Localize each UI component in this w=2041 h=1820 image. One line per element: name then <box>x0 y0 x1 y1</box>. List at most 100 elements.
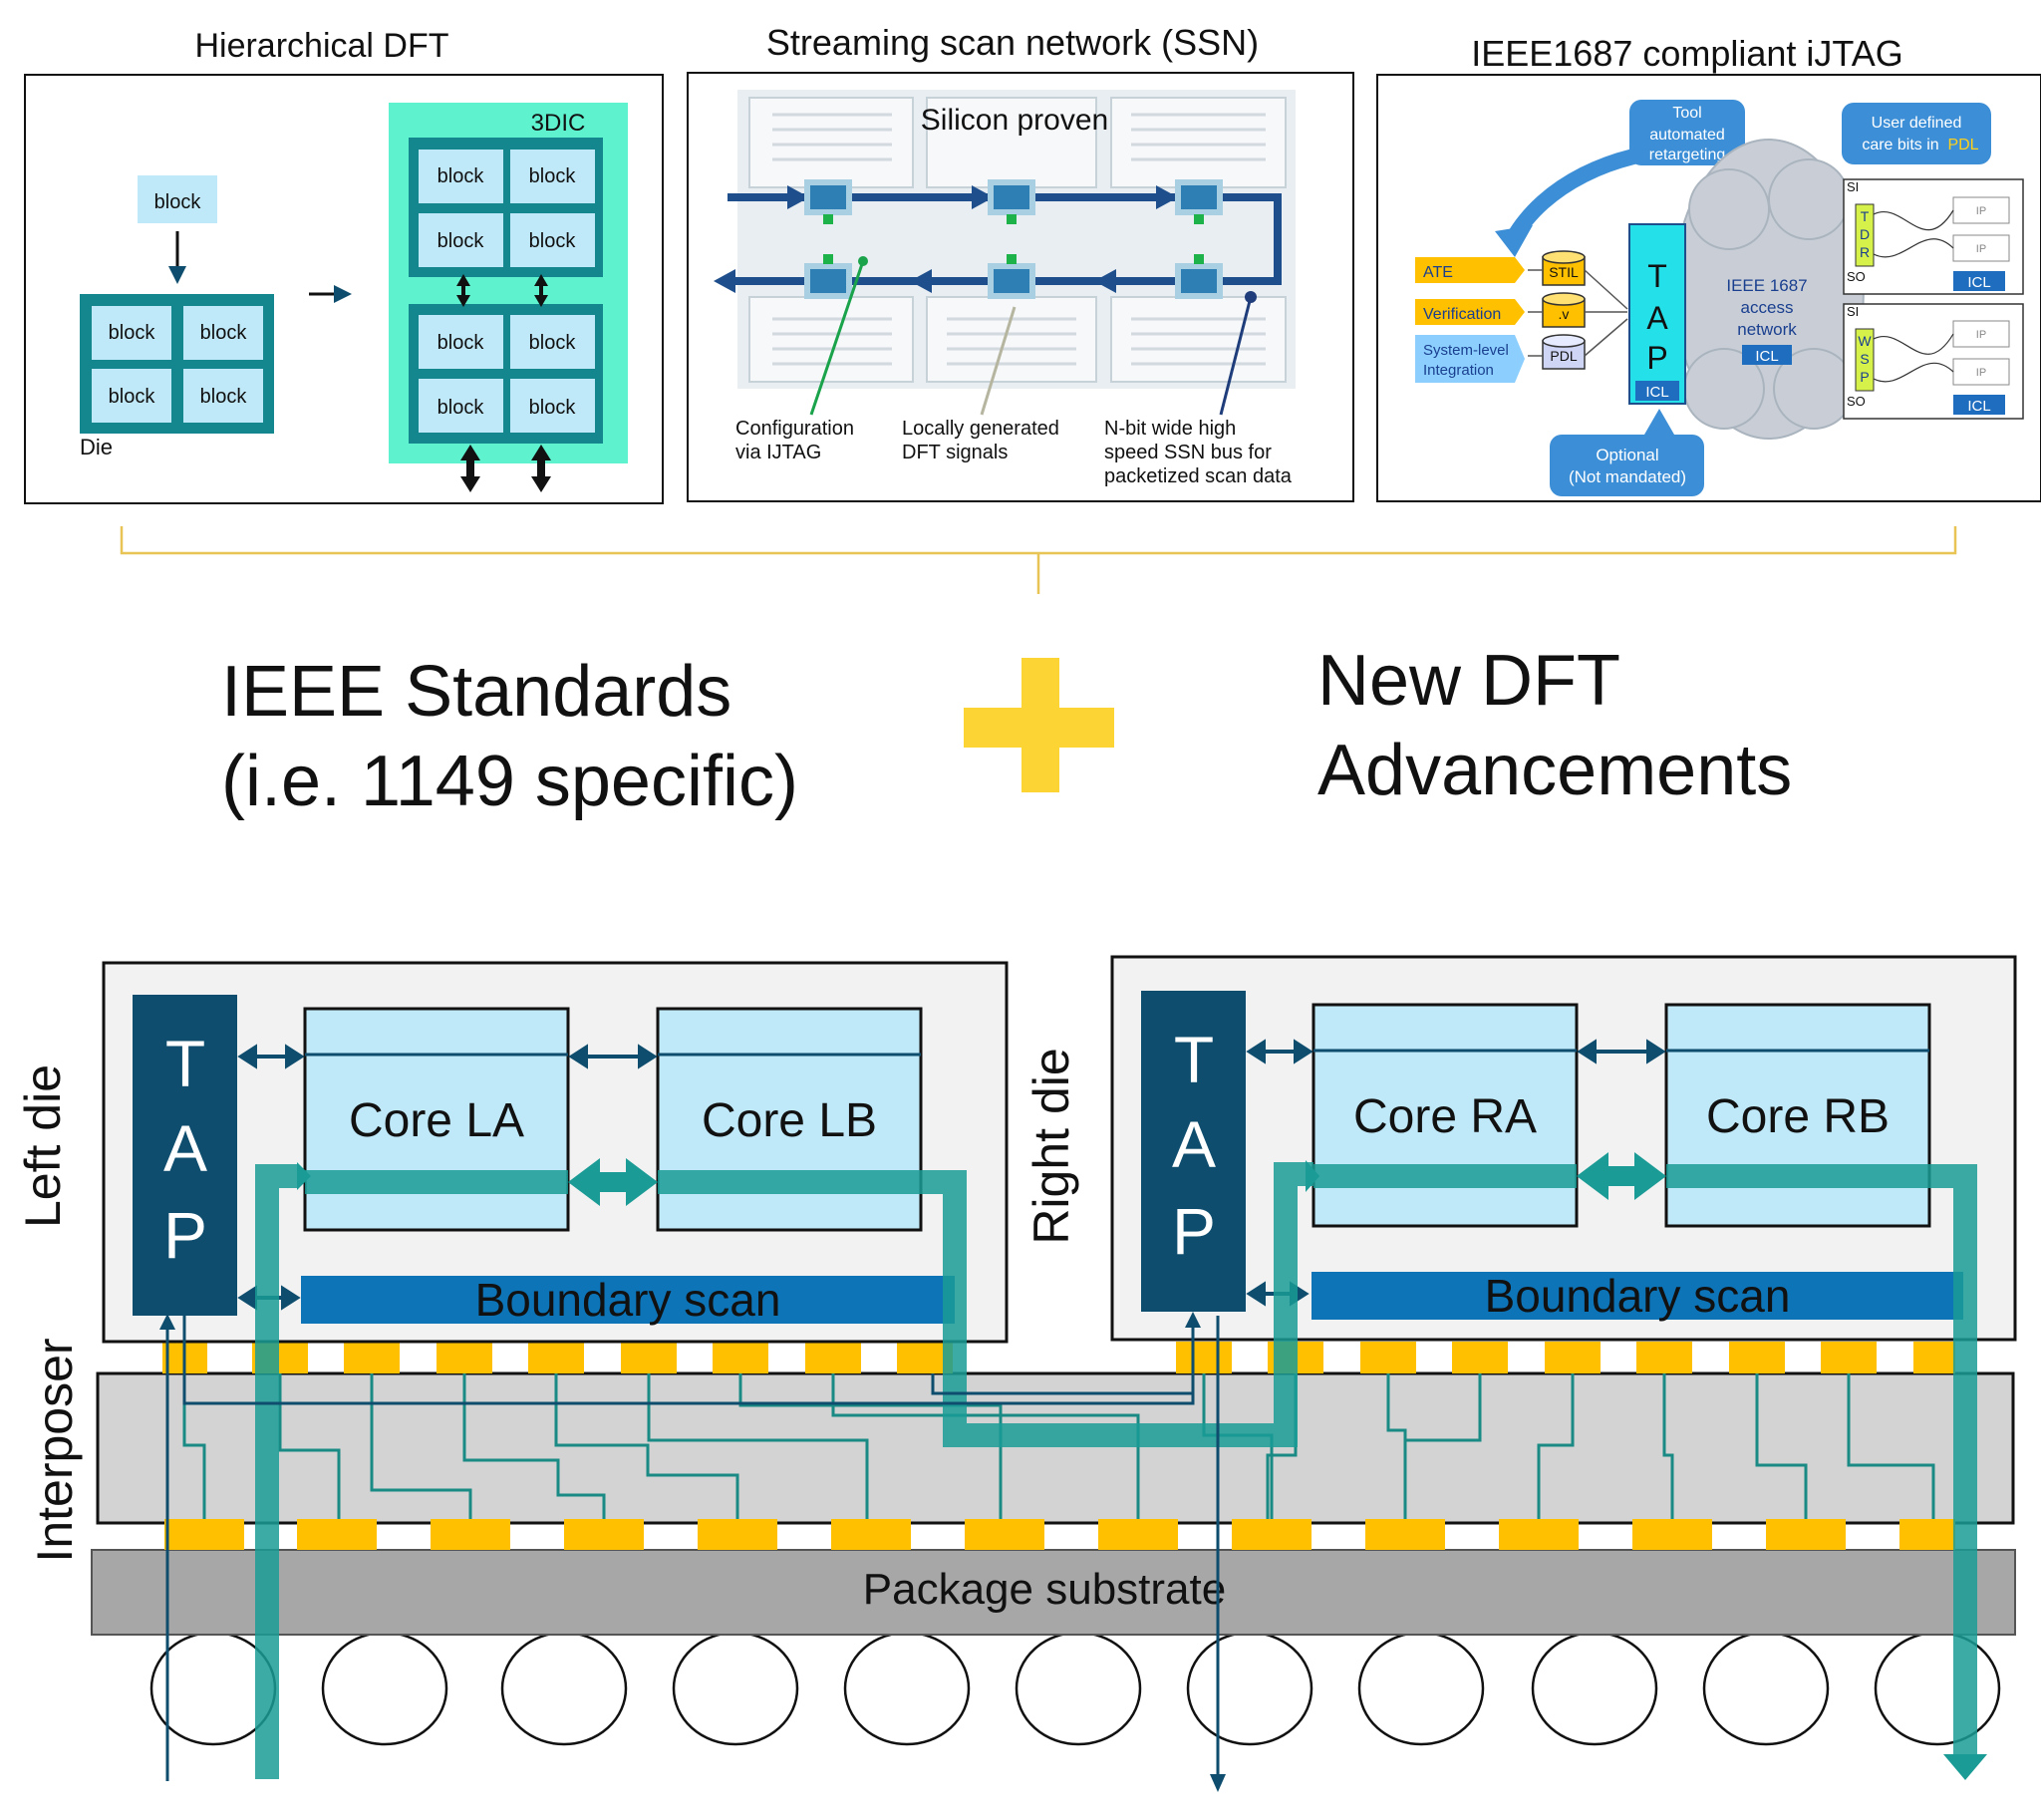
si-label: SI <box>1847 304 1859 319</box>
solder-ball <box>1702 1631 1830 1746</box>
tool-callout-text: automated <box>1649 127 1725 144</box>
left-boundary-scan <box>301 1276 955 1324</box>
instrument-icl-text: ICL <box>1967 274 1990 291</box>
die-block <box>183 306 263 360</box>
tap-letter: T <box>1647 258 1667 294</box>
cloud-text: IEEE 1687 <box>1726 276 1807 295</box>
ssn-bus-line <box>1219 296 1253 416</box>
3dic-block-label: block <box>529 230 577 252</box>
solder-ball <box>1015 1631 1142 1746</box>
die-block-label: block <box>200 322 248 344</box>
right-boundary-scan <box>1312 1272 1963 1320</box>
so-label: SO <box>1847 394 1866 409</box>
die-block-label: block <box>109 386 156 408</box>
ssn-caption-bus-2: speed SSN bus for <box>1104 442 1272 463</box>
die-block <box>92 306 171 360</box>
package-diagram: Package substrate Interposer <box>15 955 2017 1792</box>
3dic-block <box>510 150 595 203</box>
3dic-block-label: block <box>437 332 485 354</box>
ssn-caption-config-2: via IJTAG <box>735 442 821 463</box>
bottom-bumps <box>164 1519 1955 1550</box>
ssn-nodes <box>804 179 1223 299</box>
core-ra-label: Core RA <box>1353 1090 1537 1143</box>
interposer <box>96 1371 2015 1525</box>
3dic-block <box>419 213 503 267</box>
ip-label: IP <box>1976 367 1986 379</box>
hierarchical-dft-title: Hierarchical DFT <box>194 27 448 65</box>
right-tap-letter: P <box>1172 1194 1216 1268</box>
core-ra <box>1312 1003 1579 1228</box>
tap-icl-badge <box>1635 381 1679 401</box>
solder-ball <box>1357 1631 1485 1746</box>
solder-ball <box>500 1631 628 1746</box>
optional-callout <box>1550 435 1704 496</box>
ssn-green-dots <box>823 214 1204 264</box>
user-callout-text: care bits in <box>1862 137 1938 153</box>
3dic-block <box>419 150 503 203</box>
left-tap <box>133 995 237 1316</box>
ijtag-title: IEEE1687 compliant iJTAG <box>1471 33 1903 74</box>
right-tap-letter: T <box>1174 1023 1214 1096</box>
ip-label: IP <box>1976 329 1986 341</box>
wsp-letter: P <box>1860 369 1869 385</box>
solder-balls <box>149 1631 2001 1746</box>
die-label: Die <box>80 435 113 459</box>
left-flow-labels: ATE Verification System-level Integratio… <box>1415 257 1525 383</box>
wsp-letter: S <box>1860 351 1869 367</box>
3dic-block-label: block <box>529 165 577 187</box>
ate-text: ATE <box>1423 264 1453 281</box>
3dic-block-label: block <box>529 332 577 354</box>
verification-text: Verification <box>1423 306 1501 323</box>
tdr-letter: D <box>1860 226 1870 242</box>
3dic-block-label: block <box>437 230 485 252</box>
jtag-wiring <box>165 1316 1220 1784</box>
ssn-caption-local: Locally generated <box>902 418 1059 440</box>
ssn-panel: Streaming scan network (SSN) Silicon pro… <box>687 22 1354 502</box>
cloud-text: network <box>1737 320 1797 339</box>
3dic-block <box>510 213 595 267</box>
tool-callout-text: retargeting <box>1649 147 1726 163</box>
solder-ball <box>1186 1631 1313 1746</box>
3dic-block-label: block <box>437 397 485 419</box>
tsv-arrows <box>456 274 551 492</box>
ssn-caption-local-2: DFT signals <box>902 442 1008 463</box>
die-block <box>183 369 263 423</box>
interposer-label: Interposer <box>27 1338 83 1562</box>
right-boundary-scan-label: Boundary scan <box>1485 1270 1791 1322</box>
tap-box <box>1628 223 1686 405</box>
ieee-standards-line2: (i.e. 1149 specific) <box>221 742 798 821</box>
teal-arrowheads <box>297 1152 1987 1780</box>
optional-text: Optional <box>1596 446 1658 464</box>
instrument-groups <box>1843 178 2024 420</box>
si-label: SI <box>1847 179 1859 194</box>
left-boundary-scan-label: Boundary scan <box>475 1274 781 1326</box>
ssn-caption-config: Configuration <box>735 418 854 440</box>
so-label: SO <box>1847 269 1866 284</box>
left-tap-letter: A <box>163 1111 207 1185</box>
tap-letter: P <box>1646 340 1667 376</box>
ssn-caption-bus: N-bit wide high <box>1104 418 1236 440</box>
ssn-bus-dot <box>1245 291 1257 303</box>
3dic-block-label: block <box>529 397 577 419</box>
single-block-label: block <box>154 191 202 213</box>
core-rb-label: Core RB <box>1706 1090 1890 1143</box>
die-block-label: block <box>109 322 156 344</box>
ieee-standards-line1: IEEE Standards <box>221 652 731 732</box>
wsp-letter: W <box>1858 333 1872 349</box>
tool-callout <box>1629 100 1745 165</box>
jtag-wiring-heads <box>159 1312 1226 1792</box>
single-block <box>138 175 217 223</box>
solder-ball <box>321 1631 448 1746</box>
package-substrate-label: Package substrate <box>863 1565 1226 1614</box>
teal-data-path <box>255 1162 1977 1779</box>
user-callout-pdl: PDL <box>1947 137 1978 153</box>
core-rb <box>1664 1003 1931 1228</box>
tool-callout-text: Tool <box>1672 105 1701 122</box>
ate-tag <box>1415 257 1525 283</box>
ip-label: IP <box>1976 243 1986 255</box>
new-dft-line1: New DFT <box>1317 641 1620 721</box>
left-tap-letter: T <box>165 1027 205 1100</box>
ssn-bus-arrowheads <box>714 185 1178 293</box>
right-tap <box>1141 991 1246 1312</box>
